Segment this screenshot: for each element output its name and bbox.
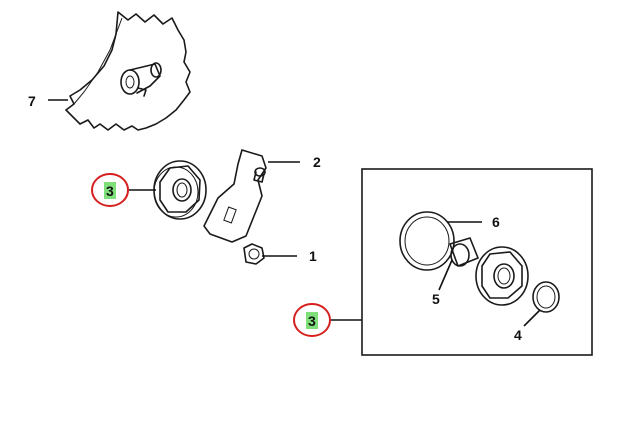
part-6-washer (399, 211, 455, 271)
callout-5: 5 (432, 291, 440, 307)
callout-3-left: 3 (106, 183, 114, 199)
callout-7: 7 (28, 93, 36, 109)
callout-4: 4 (514, 327, 522, 343)
callout-3-inset: 3 (308, 313, 316, 329)
callout-6: 6 (492, 214, 500, 230)
leader-5 (438, 259, 453, 291)
part-3-flange-nut (153, 160, 207, 220)
part-1-bolt (243, 243, 265, 265)
inset-detail-box (361, 168, 593, 356)
inset-flange-nut (475, 246, 529, 306)
callout-3-left-highlight: 3 (91, 173, 129, 207)
part-4-seal (532, 281, 560, 313)
callout-2: 2 (313, 154, 321, 170)
leader-4 (523, 309, 541, 327)
part-5-bushing (449, 237, 479, 267)
part-2-bracket (203, 149, 267, 243)
part-7-disc-blade (65, 11, 191, 131)
callout-3-inset-highlight: 3 (293, 303, 331, 337)
callout-1: 1 (309, 248, 317, 264)
